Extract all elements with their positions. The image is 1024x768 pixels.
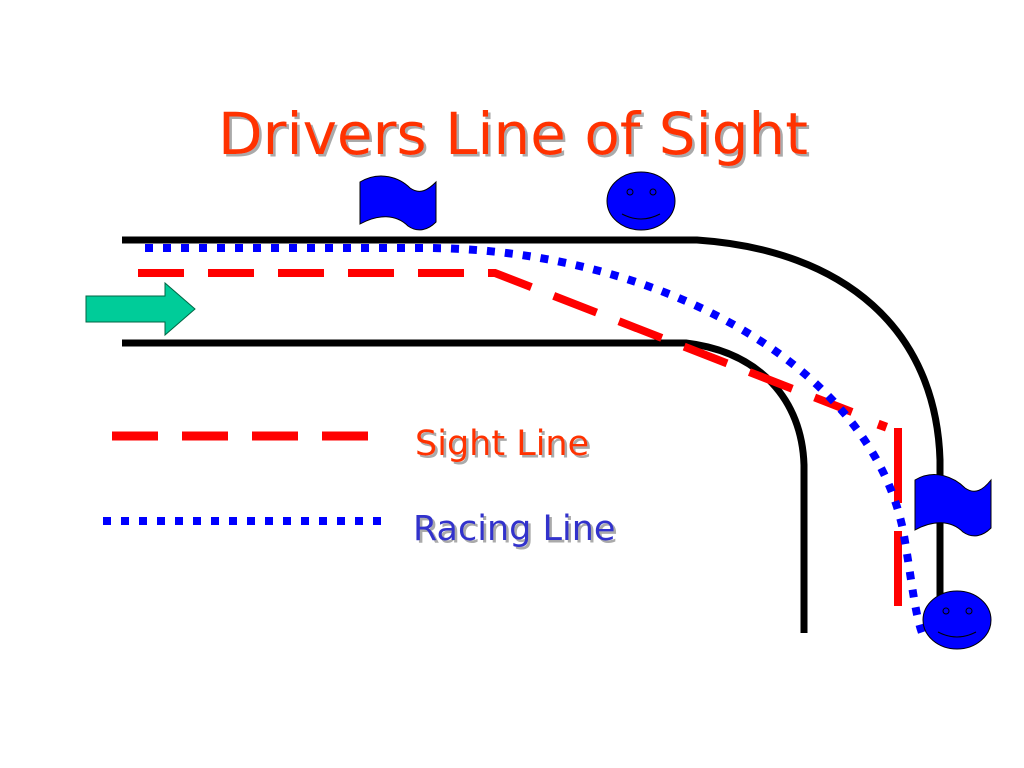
arrow-right-icon — [85, 281, 196, 337]
legend-racing-line-label: Racing Line — [413, 509, 615, 549]
track-outer-edge — [122, 236, 944, 610]
legend: Sight Line Racing Line — [103, 424, 615, 549]
sight-line — [138, 269, 854, 416]
page-title: Drivers Line of Sight — [218, 100, 808, 168]
sight-line-dash — [876, 419, 889, 432]
flag-icon — [914, 474, 992, 537]
flag-icon — [359, 175, 437, 231]
smiley-icon — [922, 590, 992, 650]
racing-line — [145, 244, 929, 642]
legend-sight-line-label: Sight Line — [415, 424, 589, 464]
track-inner-edge — [122, 339, 808, 633]
smiley-icon — [606, 171, 676, 231]
